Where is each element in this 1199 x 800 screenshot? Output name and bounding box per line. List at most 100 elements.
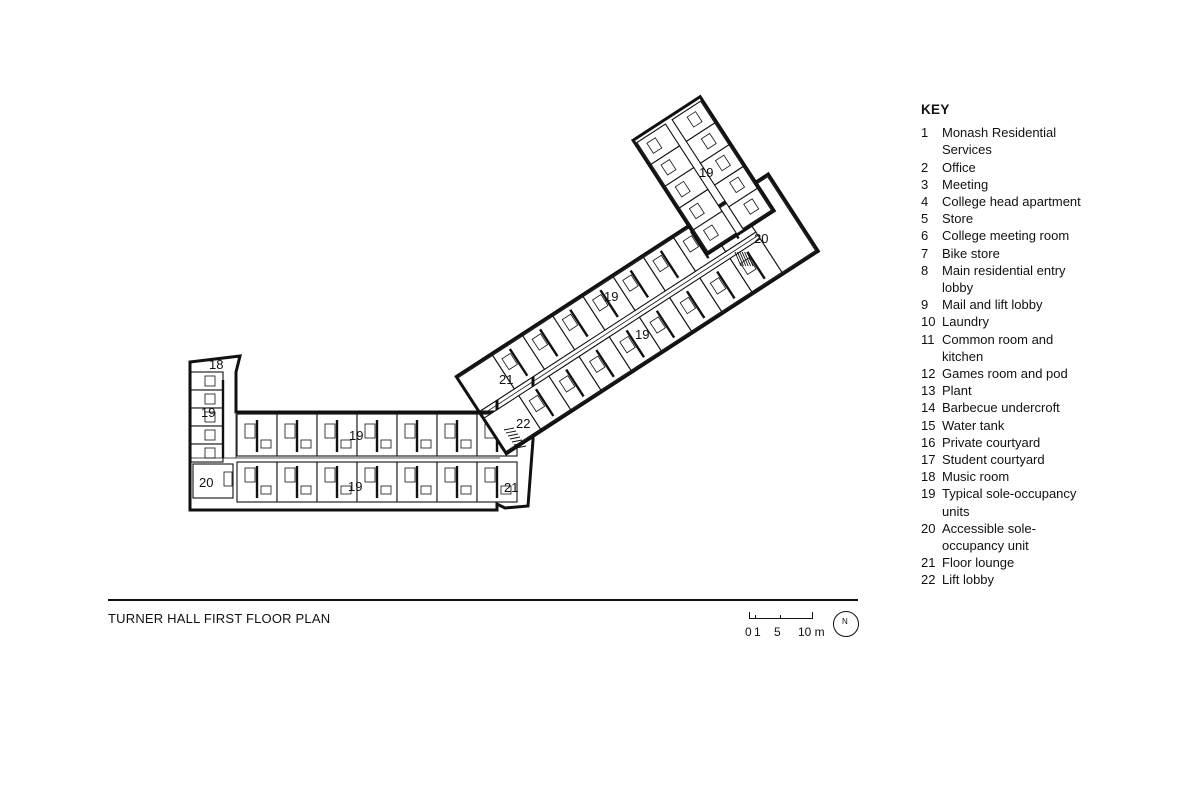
key-item-text: Music room [942,469,1010,485]
desk [300,439,312,449]
key-item-number: 18 [921,469,936,485]
north-label: N [842,617,848,626]
unit [190,443,224,463]
bathroom-pod [324,423,336,439]
scale-bar: 0 1 5 10 m [744,610,834,642]
north-arrow-icon: N [833,611,859,637]
bathroom-pod [729,176,746,194]
corridor-line [481,235,759,416]
key-item: 22 Lift lobby [921,571,1191,588]
key-item-text: Monash Residential Services [942,125,1057,158]
key-item-number: 19 [921,486,936,502]
key-item-text: Laundry [942,314,989,330]
accessible-unit [192,463,234,499]
key-item-number: 22 [921,572,936,588]
key-item-text: Plant [942,383,972,399]
key-item-text: Bike store [942,245,1000,261]
key-item: 7 Bike store [921,245,1191,262]
key-item-text: Games room and pod [942,366,1068,382]
scale-label: 1 [754,625,761,639]
desk [380,439,392,449]
unit-wall [685,290,706,319]
room-label: 20 [754,231,768,246]
stair-tread [746,251,754,267]
key-item-number: 17 [921,452,936,468]
desk [380,485,392,495]
room-label: 21 [499,372,513,387]
bathroom-pod [444,467,456,483]
bathroom-pod [204,393,216,405]
key-item-text: Office [942,159,976,175]
plan-geometry [188,94,821,512]
stair-tread [507,433,519,437]
key-item-text: Lift lobby [942,572,995,588]
bathroom-pod [364,423,376,439]
scale-bar-tick [755,615,756,618]
key-item-text: College meeting room [942,228,1070,244]
key-item-text: Private courtyard [942,434,1041,450]
bathroom-pod [649,316,666,334]
stair-tread [744,251,752,267]
room-label: 21 [504,480,518,495]
bathroom-pod [528,394,546,413]
bathroom-pod [561,313,579,332]
key-item-text: Water tank [942,417,1005,433]
key-item-text: Typical sole-occupancy units [942,486,1077,519]
bathroom-pod [619,335,636,354]
bathroom-pod [646,137,663,154]
bathroom-pod [714,154,731,172]
desk [460,439,472,449]
stair-tread [734,251,742,267]
key-item: 18 Music room [921,468,1191,485]
room-label: 19 [349,428,363,443]
key-item-number: 13 [921,383,936,399]
key-item-number: 16 [921,434,936,450]
key-item-text: Floor lounge [942,555,1015,571]
unit-wall [746,251,766,280]
bathroom-pod [531,333,549,351]
unit-wall [716,270,736,300]
desk [300,485,312,495]
room-label: 20 [199,475,213,490]
bathroom-pod [589,355,606,374]
bathroom-pod [204,411,216,423]
unit-wall [595,349,615,378]
bathroom-pod [743,198,760,215]
unit-wall [629,269,650,299]
stair-tread [741,251,749,267]
desk [340,439,352,449]
key-item-number: 8 [921,262,929,278]
key-item-number: 2 [921,159,929,175]
key-item-text: Accessible sole-occupancy unit [942,520,1036,554]
bathroom-pod [682,235,700,253]
scale-label: 0 [745,625,752,639]
unit [728,187,773,230]
bathroom-pod [652,254,669,273]
bathroom-pod [244,467,256,483]
scale-bar-tick [780,615,781,618]
bathroom-pod [558,375,576,393]
key-item-number: 7 [921,245,929,261]
bathroom-pod [700,132,717,150]
desk [420,485,432,495]
bathroom-pod [444,423,456,439]
room-label: 19 [699,165,713,180]
desk [500,485,512,495]
bathroom-pod [204,375,216,387]
unit-wall [599,289,619,318]
bathroom-pod [688,202,705,220]
bathroom-pod [324,467,336,483]
bathroom-pod [404,467,416,483]
bathroom-pod [686,111,703,128]
bathroom-pod [709,277,727,295]
stair-tread [509,436,521,440]
bathroom-pod [660,159,677,176]
